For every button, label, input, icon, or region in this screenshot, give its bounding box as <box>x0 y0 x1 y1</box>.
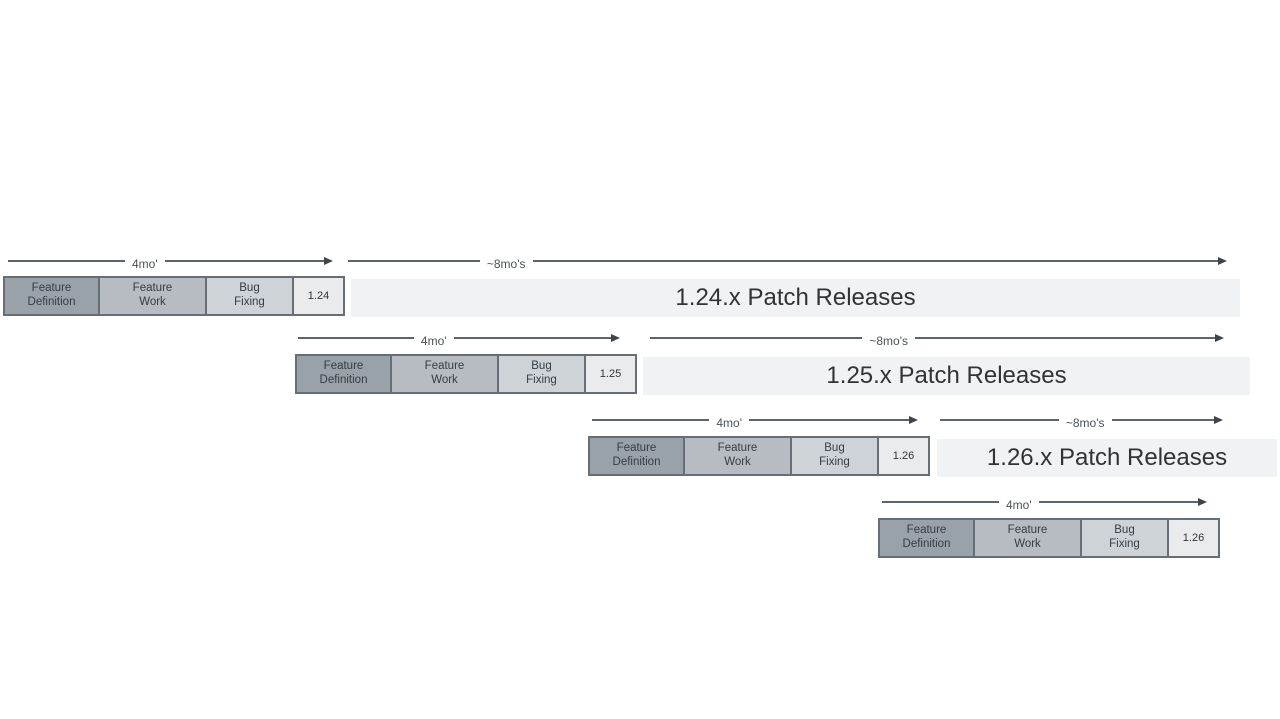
arrow-line <box>298 337 414 339</box>
phase-label-line: Feature <box>616 442 657 455</box>
arrowhead-icon <box>1218 257 1227 265</box>
phase-feature-definition: Feature Definition <box>295 354 392 394</box>
arrowhead-icon <box>611 334 620 342</box>
phase-label-line: Bug <box>824 442 845 455</box>
arrow-line <box>164 260 324 262</box>
patch-duration-label: ~8mo's <box>486 257 526 271</box>
arrow-line <box>348 260 480 262</box>
phase-boxes: Feature Definition Feature Work Bug Fixi… <box>588 436 930 476</box>
version-label: 1.26 <box>1182 531 1205 544</box>
arrow-line <box>453 337 611 339</box>
phase-label-line: Feature <box>1007 524 1048 537</box>
patch-duration-label: ~8mo's <box>1065 416 1105 430</box>
dev-duration-label: 4mo' <box>420 334 447 348</box>
dev-duration-arrow: 4mo' <box>298 330 620 348</box>
patch-duration-arrow: ~8mo's <box>940 412 1223 430</box>
patch-releases-bar: 1.26.x Patch Releases <box>937 439 1277 477</box>
phase-feature-definition: Feature Definition <box>3 276 100 316</box>
phase-feature-work: Feature Work <box>683 436 792 476</box>
dev-duration-arrow: 4mo' <box>882 494 1207 512</box>
dev-duration-arrow: 4mo' <box>592 412 918 430</box>
arrow-line <box>532 260 1218 262</box>
phase-label-line: Work <box>1014 538 1041 550</box>
arrowhead-icon <box>909 416 918 424</box>
version-box: 1.26 <box>1167 518 1220 558</box>
phase-label-line: Bug <box>239 282 260 295</box>
arrowhead-icon <box>324 257 333 265</box>
arrow-line <box>8 260 125 262</box>
arrow-line <box>592 419 710 421</box>
phase-label-line: Fixing <box>1109 538 1140 550</box>
dev-duration-label: 4mo' <box>132 257 158 271</box>
patch-duration-label: ~8mo's <box>869 334 909 348</box>
version-box: 1.25 <box>584 354 637 394</box>
phase-label-line: Fixing <box>526 374 557 386</box>
version-box: 1.24 <box>292 276 345 316</box>
phase-label-line: Definition <box>612 456 661 468</box>
phase-bug-fixing: Bug Fixing <box>497 354 586 394</box>
arrowhead-icon <box>1215 334 1224 342</box>
phase-label-line: Feature <box>31 282 72 295</box>
phase-label-line: Bug <box>1114 524 1135 537</box>
arrow-line <box>882 501 999 503</box>
phase-label-line: Feature <box>906 524 947 537</box>
phase-label-line: Feature <box>424 360 465 373</box>
phase-feature-work: Feature Work <box>390 354 499 394</box>
phase-label-line: Fixing <box>819 456 850 468</box>
phase-feature-work: Feature Work <box>973 518 1082 558</box>
phase-label-line: Work <box>431 374 458 386</box>
arrow-line <box>1111 419 1214 421</box>
phase-label-line: Definition <box>27 296 76 308</box>
phase-label-line: Feature <box>717 442 758 455</box>
phase-bug-fixing: Bug Fixing <box>205 276 294 316</box>
phase-boxes: Feature Definition Feature Work Bug Fixi… <box>3 276 345 316</box>
patch-duration-arrow: ~8mo's <box>650 330 1224 348</box>
arrowhead-icon <box>1198 498 1207 506</box>
version-label: 1.26 <box>892 449 915 462</box>
patch-duration-arrow: ~8mo's <box>348 253 1227 271</box>
phase-label-line: Definition <box>902 538 951 550</box>
phase-label-line: Work <box>724 456 751 468</box>
version-label: 1.24 <box>307 289 330 302</box>
phase-feature-definition: Feature Definition <box>588 436 685 476</box>
phase-feature-work: Feature Work <box>98 276 207 316</box>
phase-label-line: Bug <box>531 360 552 373</box>
arrow-line <box>915 337 1215 339</box>
phase-bug-fixing: Bug Fixing <box>1080 518 1169 558</box>
dev-duration-arrow: 4mo' <box>8 253 333 271</box>
arrow-line <box>650 337 863 339</box>
version-label: 1.25 <box>599 367 622 380</box>
phase-boxes: Feature Definition Feature Work Bug Fixi… <box>878 518 1220 558</box>
patch-releases-bar: 1.24.x Patch Releases <box>351 279 1240 317</box>
phase-label-line: Definition <box>319 374 368 386</box>
arrow-line <box>749 419 909 421</box>
dev-duration-label: 4mo' <box>716 416 742 430</box>
phase-label-line: Feature <box>323 360 364 373</box>
phase-label-line: Fixing <box>234 296 265 308</box>
phase-boxes: Feature Definition Feature Work Bug Fixi… <box>295 354 637 394</box>
arrowhead-icon <box>1214 416 1223 424</box>
dev-duration-label: 4mo' <box>1006 498 1032 512</box>
phase-feature-definition: Feature Definition <box>878 518 975 558</box>
version-box: 1.26 <box>877 436 930 476</box>
phase-label-line: Feature <box>132 282 173 295</box>
patch-releases-bar: 1.25.x Patch Releases <box>643 357 1250 395</box>
arrow-line <box>1038 501 1198 503</box>
phase-label-line: Work <box>139 296 166 308</box>
arrow-line <box>940 419 1059 421</box>
phase-bug-fixing: Bug Fixing <box>790 436 879 476</box>
